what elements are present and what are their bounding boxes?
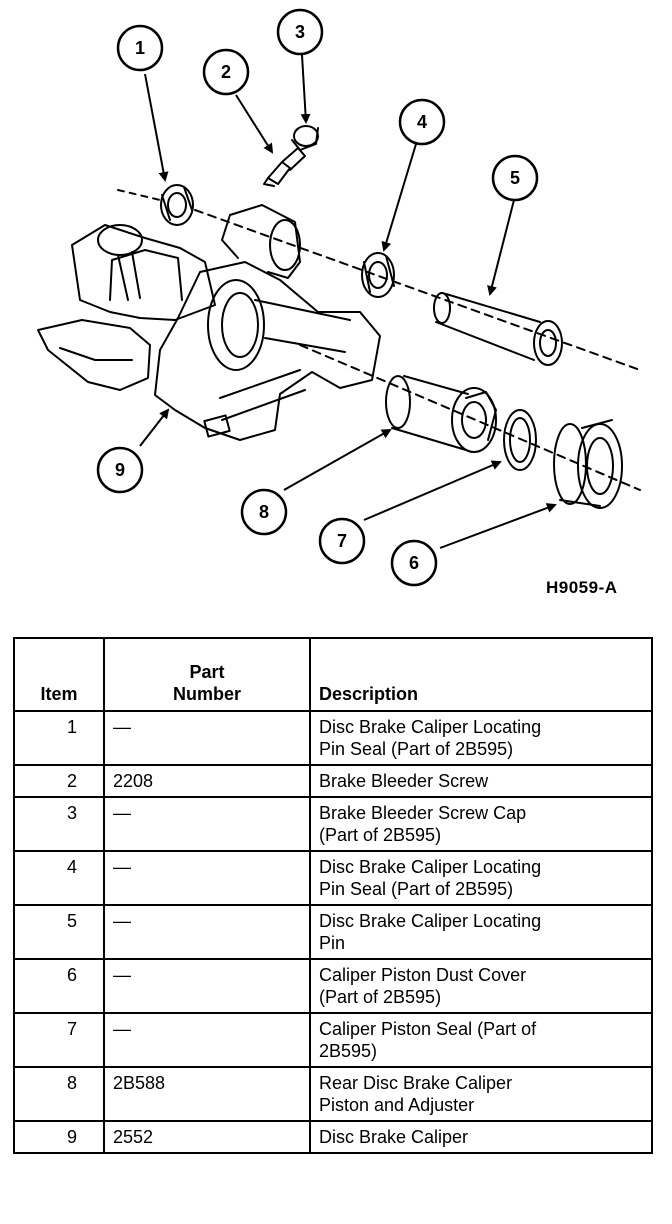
header-part-number: Part Number: [103, 637, 311, 712]
item-number: 8: [13, 1066, 105, 1122]
callout-label-7: 7: [337, 531, 347, 551]
table-row: 1 — Disc Brake Caliper Locating Pin Seal…: [13, 710, 653, 766]
item-number: 9: [13, 1120, 105, 1154]
table-row: 3 — Brake Bleeder Screw Cap (Part of 2B5…: [13, 796, 653, 852]
callout-label-1: 1: [135, 38, 145, 58]
table-header-row: Item Part Number Description: [13, 637, 653, 712]
table-row: 6 — Caliper Piston Dust Cover (Part of 2…: [13, 958, 653, 1014]
description: Brake Bleeder Screw: [309, 764, 653, 798]
locating-pin: [433, 292, 563, 366]
description: Brake Bleeder Screw Cap (Part of 2B595): [309, 796, 653, 852]
callout-circle-3: [276, 8, 324, 56]
table-row: 2 2208 Brake Bleeder Screw: [13, 764, 653, 798]
piston-seal: [503, 409, 537, 471]
item-number: 7: [13, 1012, 105, 1068]
callout-circle-9: [96, 446, 144, 494]
description: Disc Brake Caliper Locating Pin: [309, 904, 653, 960]
bleeder-cap: [291, 125, 319, 151]
table-row: 7 — Caliper Piston Seal (Part of 2B595): [13, 1012, 653, 1068]
callout-circle-1: [116, 24, 164, 72]
item-number: 1: [13, 710, 105, 766]
part-number: —: [103, 710, 311, 766]
callout-circle-7: [318, 517, 366, 565]
part-number: 2208: [103, 764, 311, 798]
description: Caliper Piston Seal (Part of 2B595): [309, 1012, 653, 1068]
pin-seal-1: [160, 184, 194, 226]
part-number: —: [103, 1012, 311, 1068]
callout-circle-5: [491, 154, 539, 202]
callout-label-5: 5: [510, 168, 520, 188]
callout-label-6: 6: [409, 553, 419, 573]
description: Caliper Piston Dust Cover (Part of 2B595…: [309, 958, 653, 1014]
table-row: 9 2552 Disc Brake Caliper: [13, 1120, 653, 1154]
description: Disc Brake Caliper: [309, 1120, 653, 1154]
parts-table: Item Part Number Description 1 — Disc Br…: [13, 637, 653, 1154]
figure-code: H9059-A: [546, 578, 618, 597]
piston-adjuster: [385, 375, 497, 453]
table-row: 8 2B588 Rear Disc Brake Caliper Piston a…: [13, 1066, 653, 1122]
description: Disc Brake Caliper Locating Pin Seal (Pa…: [309, 850, 653, 906]
table-row: 5 — Disc Brake Caliper Locating Pin: [13, 904, 653, 960]
pin-seal-4: [361, 252, 395, 298]
callout-label-3: 3: [295, 22, 305, 42]
caliper-housing: [37, 204, 381, 441]
callout-circle-4: [398, 98, 446, 146]
part-number: —: [103, 958, 311, 1014]
callout-label-8: 8: [259, 502, 269, 522]
part-number: —: [103, 850, 311, 906]
description: Rear Disc Brake Caliper Piston and Adjus…: [309, 1066, 653, 1122]
part-number: 2552: [103, 1120, 311, 1154]
item-number: 4: [13, 850, 105, 906]
dust-cover: [553, 419, 623, 509]
callout-label-9: 9: [115, 460, 125, 480]
item-number: 6: [13, 958, 105, 1014]
item-number: 3: [13, 796, 105, 852]
callout-circle-6: [390, 539, 438, 587]
description: Disc Brake Caliper Locating Pin Seal (Pa…: [309, 710, 653, 766]
callout-label-2: 2: [221, 62, 231, 82]
callout-circle-8: [240, 488, 288, 536]
header-item: Item: [13, 637, 105, 712]
exploded-diagram: 1 2 3 4 5 6 7 8 9: [37, 8, 641, 587]
callout-label-4: 4: [417, 112, 427, 132]
part-number: 2B588: [103, 1066, 311, 1122]
callout-circle-2: [202, 48, 250, 96]
part-number: —: [103, 904, 311, 960]
header-description: Description: [309, 637, 653, 712]
item-number: 5: [13, 904, 105, 960]
part-number: —: [103, 796, 311, 852]
item-number: 2: [13, 764, 105, 798]
table-row: 4 — Disc Brake Caliper Locating Pin Seal…: [13, 850, 653, 906]
bleeder-screw: [263, 147, 306, 187]
